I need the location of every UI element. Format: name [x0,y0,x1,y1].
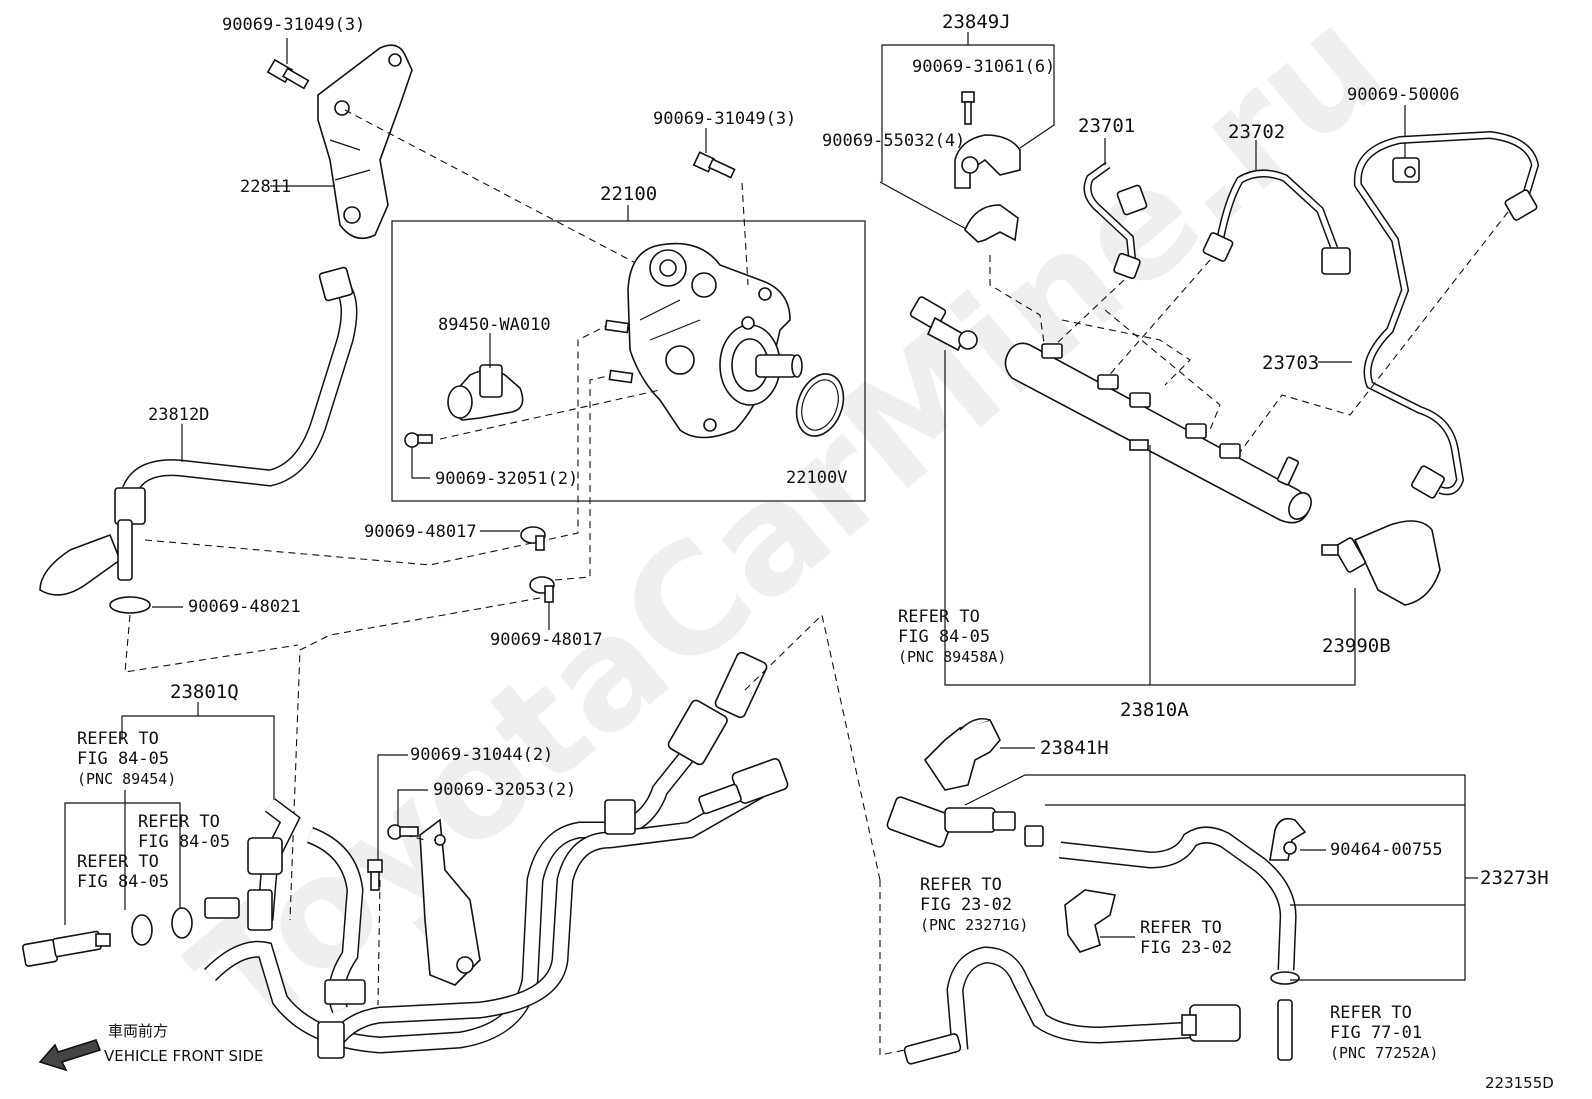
clamp-lower-23849j [964,204,1019,243]
sensor-23990b [1321,520,1441,606]
sensor-89450-wa010 [447,364,524,421]
svg-text:(PNC 23271G): (PNC 23271G) [920,916,1028,934]
label-90069-48021: 90069-48021 [188,597,301,617]
bolt-90069-31049-top [266,58,310,90]
label-90069-50006: 90069-50006 [1347,85,1460,105]
bolt-90069-31049-center [692,151,736,179]
label-23801q: 23801Q [170,681,239,703]
wire-harness-23701 [1083,161,1148,280]
hose-23812d [39,266,358,596]
label-90069-55032: 90069-55032(4) [822,131,965,151]
label-23812d: 23812D [148,405,209,425]
label-23702: 23702 [1228,121,1285,143]
clamp-90069-48017-upper [520,526,546,551]
svg-text:FIG 84-05: FIG 84-05 [898,627,990,647]
svg-text:REFER TO: REFER TO [1140,918,1222,938]
hose-fig-23-02 [903,946,1241,1065]
svg-text:REFER TO: REFER TO [898,607,980,627]
clip-90464-00755 [1269,817,1307,861]
label-23841h: 23841H [1040,737,1109,759]
clamp-90069-48021 [109,596,151,614]
svg-text:FIG 77-01: FIG 77-01 [1330,1023,1422,1043]
svg-text:FIG 84-05: FIG 84-05 [77,749,169,769]
clamp-90069-48017-lower [529,576,555,603]
o-ring-22100v [795,373,845,437]
pump-studs [604,319,634,384]
fuel-rail-23810a [1004,342,1312,524]
bolt-90069-31061 [961,91,975,125]
label-90069-31061: 90069-31061(6) [912,57,1055,77]
clip-90069-50006 [1392,157,1420,183]
label-23810a: 23810A [1120,699,1189,721]
bolt-90069-32051 [404,432,433,448]
label-23273h: 23273H [1480,867,1549,889]
label-23849j: 23849J [942,11,1011,33]
svg-text:FIG 23-02: FIG 23-02 [920,895,1012,915]
svg-text:(PNC 77252A): (PNC 77252A) [1330,1044,1438,1062]
o-ring-left-a [131,914,153,946]
tube-fig-77-01 [1277,999,1293,1061]
clamp-upper-23849j [954,134,1021,189]
o-ring-left-b [171,907,193,939]
bracket-23841h [923,717,1001,791]
fuel-pump-22100 [627,242,803,439]
svg-text:(PNC 89458A): (PNC 89458A) [898,648,1006,666]
bolt-90069-32053 [387,824,419,840]
fuel-pipe-assembly-23801q [203,651,789,1059]
svg-text:FIG 23-02: FIG 23-02 [1140,938,1232,958]
direction-en: VEHICLE FRONT SIDE [104,1047,264,1065]
label-90069-31044: 90069-31044(2) [410,745,553,765]
fitting-left [22,930,111,967]
label-90069-32053: 90069-32053(2) [433,780,576,800]
wire-harness-23702 [1202,169,1351,275]
direction-jp: 車両前方 [108,1022,168,1040]
vehicle-front-arrow-icon [38,1039,102,1072]
label-23990b: 23990B [1322,635,1391,657]
refer-fig-84-05-b: REFER TO FIG 84-05 [77,852,169,892]
label-22811: 22811 [240,177,291,197]
label-90069-32051: 90069-32051(2) [435,469,578,489]
bracket-harness [419,818,481,986]
bracket-22811 [317,44,413,240]
svg-text:(PNC 89454): (PNC 89454) [77,770,176,788]
label-90069-48017-lower: 90069-48017 [490,630,603,650]
label-90069-48017-upper: 90069-48017 [364,522,477,542]
bolt-90069-31044 [367,859,383,891]
svg-text:FIG 84-05: FIG 84-05 [77,872,169,892]
label-22100v: 22100V [786,468,847,488]
svg-text:REFER TO: REFER TO [920,875,1002,895]
svg-text:FIG 84-05: FIG 84-05 [138,832,230,852]
refer-fig-23-02: REFER TO FIG 23-02 [1140,918,1232,958]
refer-fig-84-05-pnc-89458a: REFER TO FIG 84-05 (PNC 89458A) [898,607,1006,666]
wire-harness-23703 [1353,130,1540,499]
refer-fig-23-02-pnc-23271g: REFER TO FIG 23-02 (PNC 23271G) [920,875,1028,934]
label-90464-00755: 90464-00755 [1330,840,1443,860]
label-89450-wa010: 89450-WA010 [438,315,551,335]
label-23703: 23703 [1262,352,1319,374]
svg-text:REFER TO: REFER TO [1330,1003,1412,1023]
pressure-sensor-rail [909,296,978,352]
label-90069-31049-center: 90069-31049(3) [653,109,796,129]
refer-fig-84-05-a: REFER TO FIG 84-05 [138,812,230,852]
figure-code: 223155D [1485,1074,1554,1092]
hose-23273h [886,796,1300,985]
bracket-fig-23-02 [1064,889,1116,953]
refer-fig-84-05-pnc-89454: REFER TO FIG 84-05 (PNC 89454) [77,729,176,788]
label-22100: 22100 [600,183,657,205]
svg-text:REFER TO: REFER TO [77,852,159,872]
label-90069-31049-left: 90069-31049(3) [222,15,365,35]
label-23701: 23701 [1078,115,1135,137]
svg-text:REFER TO: REFER TO [138,812,220,832]
svg-text:REFER TO: REFER TO [77,729,159,749]
refer-fig-77-01-pnc-77252a: REFER TO FIG 77-01 (PNC 77252A) [1330,1003,1438,1062]
